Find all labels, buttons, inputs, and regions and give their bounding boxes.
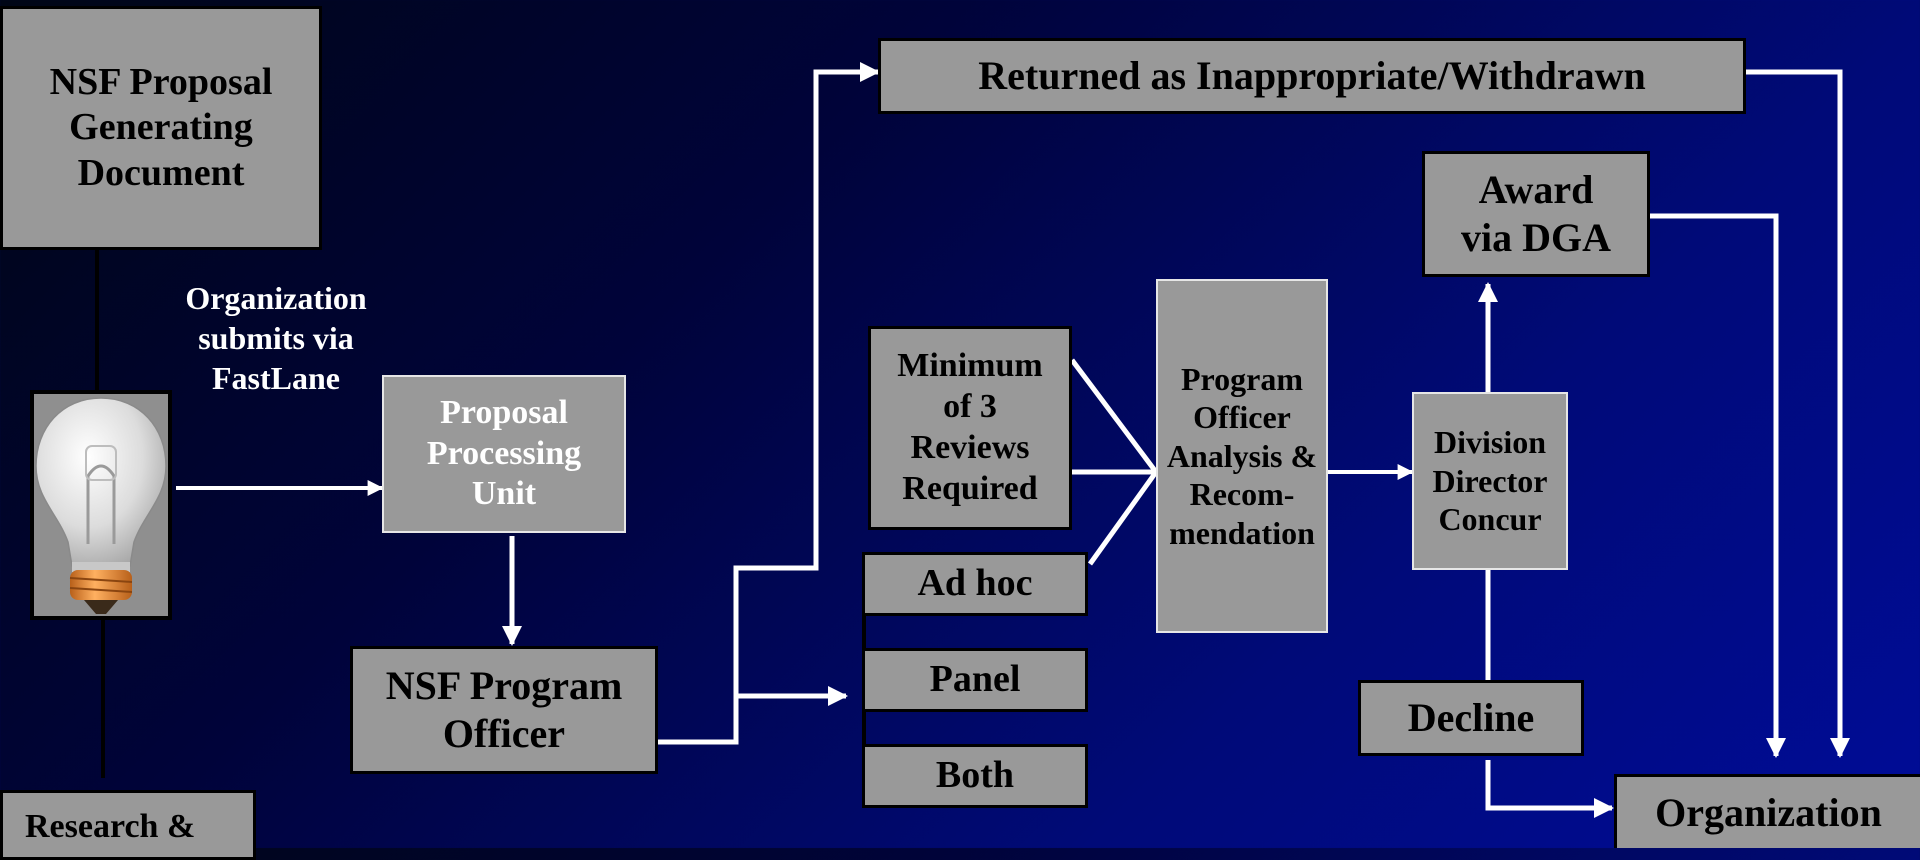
program-officer-analysis-label: Program Officer Analysis & Recom-mendati… — [1166, 361, 1318, 551]
panel-label: Panel — [929, 658, 1021, 701]
panel-box: Panel — [862, 648, 1088, 712]
award-via-dga-box: Award via DGA — [1422, 151, 1650, 277]
research-label: Research & — [25, 808, 196, 845]
ad-hoc-box: Ad hoc — [862, 552, 1088, 616]
ad-hoc-label: Ad hoc — [917, 562, 1033, 605]
division-director-box: Division Director Concur — [1412, 392, 1568, 570]
division-director-label: Division Director Concur — [1432, 424, 1548, 538]
lightbulb-frame — [30, 390, 172, 620]
both-box: Both — [862, 744, 1088, 808]
nsf-program-officer-box: NSF Program Officer — [350, 646, 658, 774]
proposal-processing-unit-box: Proposal Processing Unit — [382, 375, 626, 533]
decline-box: Decline — [1358, 680, 1584, 756]
award-via-dga-label: Award via DGA — [1461, 167, 1611, 260]
decline-label: Decline — [1407, 695, 1535, 740]
arrow-returned-to-org — [1744, 69, 1850, 758]
organization-box: Organization — [1614, 774, 1920, 848]
min-reviews-line-1 — [1070, 358, 1158, 474]
arrow-to-returned — [656, 62, 880, 745]
returned-label: Returned as Inappropriate/Withdrawn — [978, 53, 1646, 98]
research-box: Research & — [0, 790, 256, 860]
lightbulb-icon — [35, 397, 167, 614]
submits-text: Organization submits via FastLane — [185, 280, 367, 396]
arrow-decline-to-org — [1485, 760, 1614, 818]
nsf-proposal-document-label: NSF Proposal Generating Document — [49, 60, 273, 194]
submits-via-fastlane-label: Organization submits via FastLane — [166, 278, 386, 398]
nsf-program-officer-label: NSF Program Officer — [385, 663, 623, 756]
program-officer-analysis-box: Program Officer Analysis & Recom-mendati… — [1156, 279, 1328, 633]
returned-box: Returned as Inappropriate/Withdrawn — [878, 38, 1746, 114]
minimum-reviews-box: Minimum of 3 Reviews Required — [868, 326, 1072, 530]
nsf-proposal-document-box: NSF Proposal Generating Document — [0, 6, 322, 250]
proposal-processing-label: Proposal Processing Unit — [426, 393, 582, 513]
arrow-award-to-org — [1648, 213, 1786, 758]
adhoc-line — [1087, 470, 1159, 566]
both-label: Both — [935, 754, 1015, 797]
organization-label: Organization — [1655, 789, 1882, 835]
minimum-reviews-label: Minimum of 3 Reviews Required — [897, 347, 1043, 507]
